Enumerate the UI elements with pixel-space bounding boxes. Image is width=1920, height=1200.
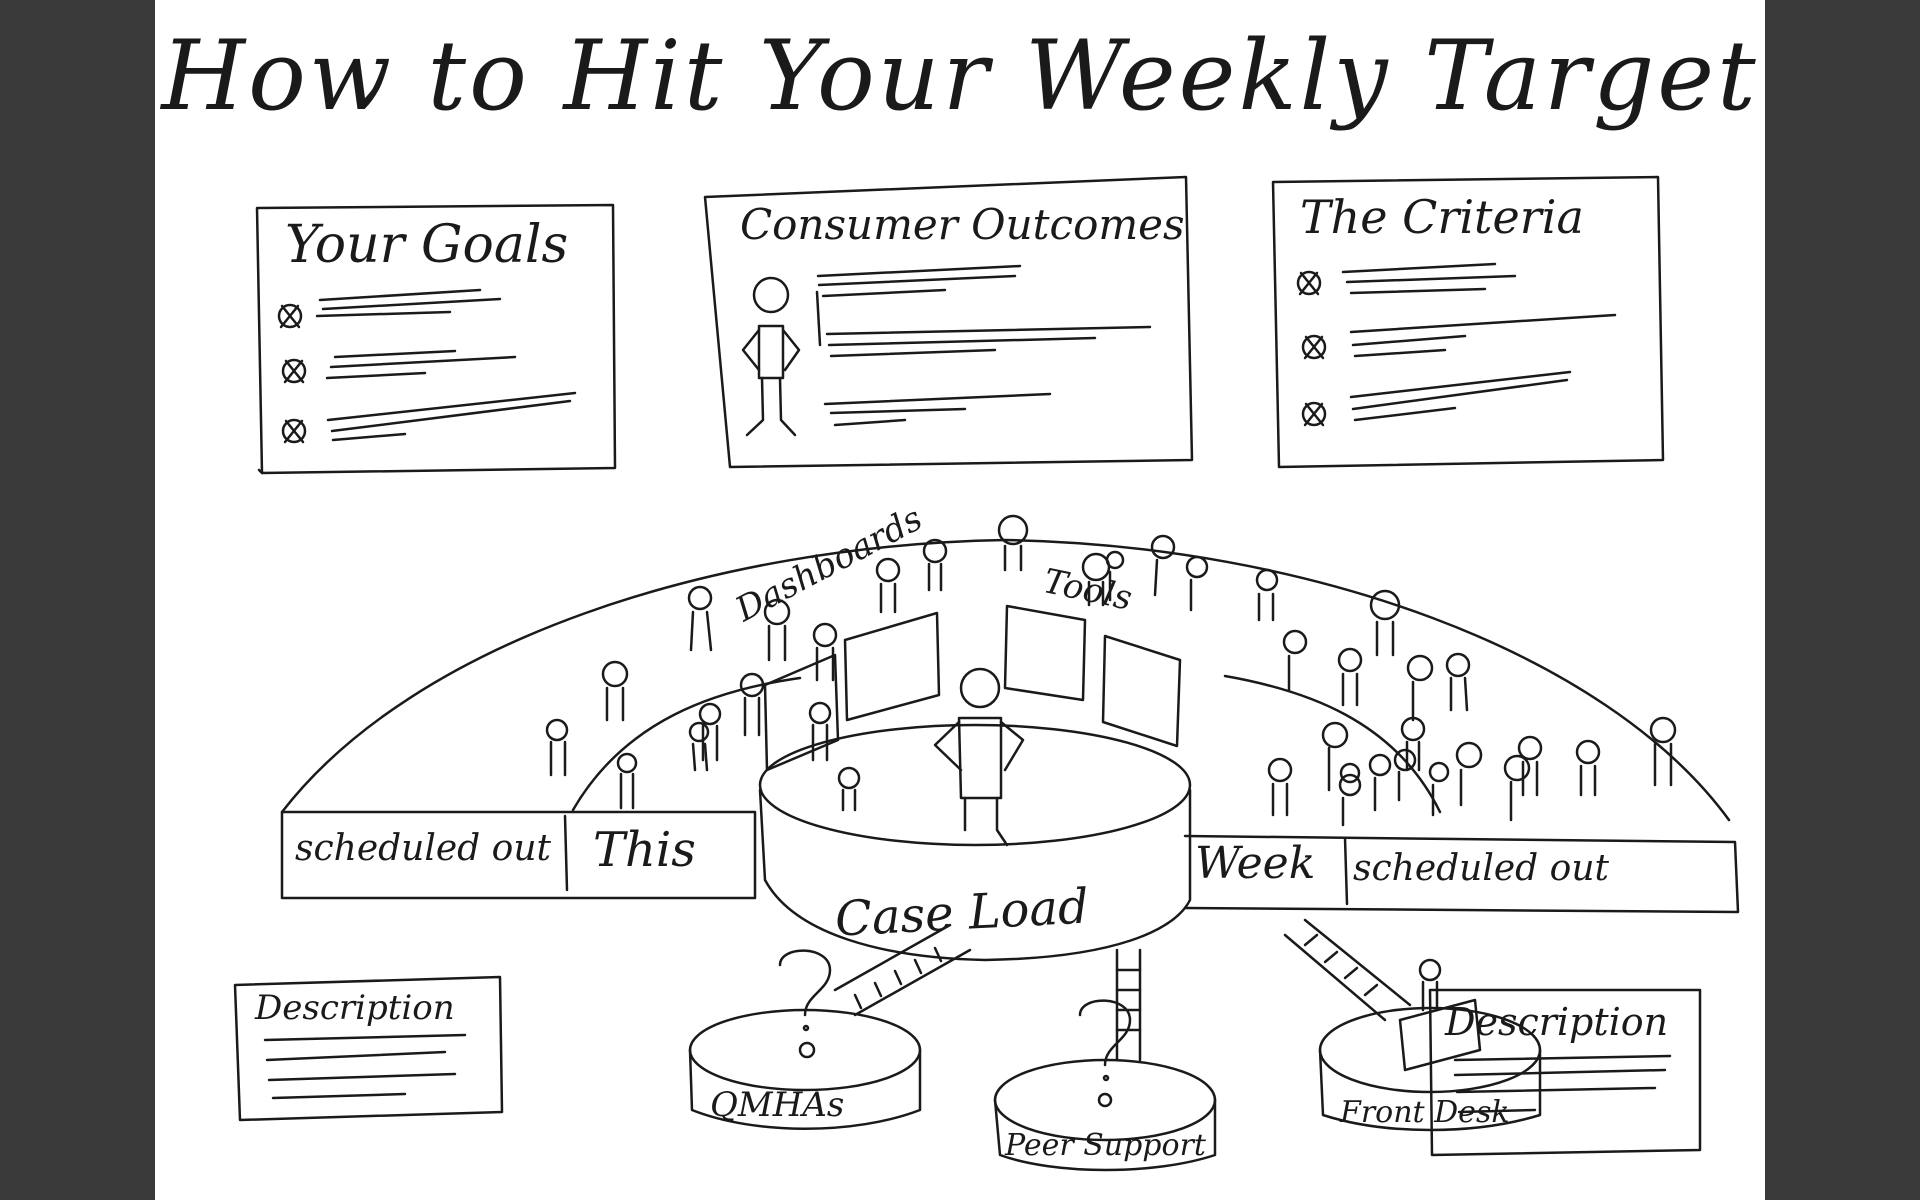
goals-checklist (279, 290, 575, 442)
description-left-label: Description (255, 988, 455, 1028)
band-left-outer-label: scheduled out (295, 828, 551, 869)
outcomes-person-icon (743, 278, 799, 435)
goals-panel-title: Your Goals (285, 215, 568, 275)
qmhas-label: QMHAs (710, 1085, 844, 1125)
criteria-panel-title: The Criteria (1300, 190, 1584, 244)
band-right-outer-label: scheduled out (1353, 848, 1609, 889)
outcomes-lines (817, 266, 1150, 425)
audience-figures (547, 516, 1675, 825)
band-right-inner-label: Week (1195, 838, 1315, 889)
criteria-checklist (1298, 264, 1615, 425)
sketch-page: How to Hit Your Weekly Target (155, 0, 1765, 1200)
presenter-figure (935, 669, 1023, 845)
band-left-inner-label: This (593, 822, 696, 878)
description-right-label: Description (1445, 1000, 1668, 1044)
front-desk-label: Front Desk (1340, 1095, 1510, 1130)
peer-support-label: Peer Support (1005, 1128, 1206, 1163)
outcomes-panel-title: Consumer Outcomes (740, 200, 1185, 249)
